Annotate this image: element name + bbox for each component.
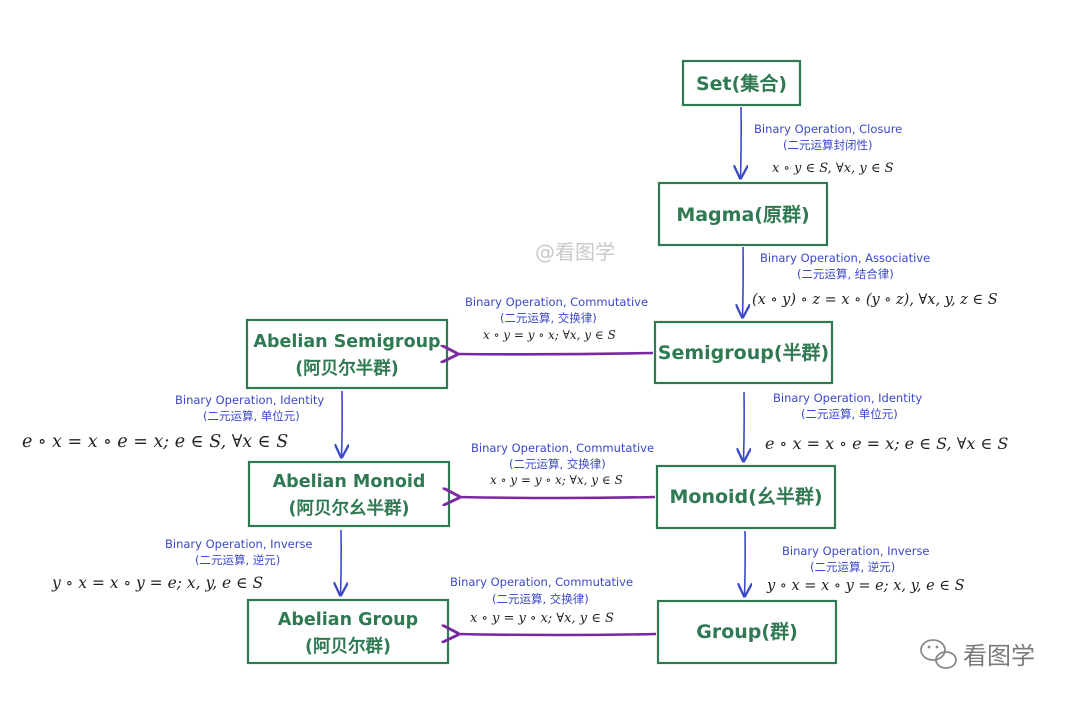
node-abelian-group: Abelian Group (阿贝尔群)	[246, 598, 450, 665]
edge-monoid-group-formula: y ∘ x = x ∘ y = e; x, y, e ∈ S	[766, 578, 965, 594]
edge-monoid-group-zh: (二元运算, 逆元)	[810, 560, 895, 574]
edge-set-magma-en: Binary Operation, Closure	[754, 122, 902, 136]
edge-abelian-semigroup-monoid-zh: (二元运算, 单位元)	[203, 409, 300, 423]
node-abelian-monoid-line1: Abelian Monoid	[273, 472, 426, 492]
arrow-monoid-to-group	[745, 530, 746, 596]
node-abelian-group-line2: (阿贝尔群)	[305, 636, 391, 657]
edge-semigroup-abelian-formula: x ∘ y = y ∘ x; ∀x, y ∈ S	[483, 328, 616, 342]
edge-abelian-semigroup-monoid-en: Binary Operation, Identity	[175, 393, 324, 407]
edge-abelian-monoid-group-zh: (二元运算, 逆元)	[195, 553, 280, 567]
edge-semigroup-monoid-formula: e ∘ x = x ∘ e = x; e ∈ S, ∀x ∈ S	[765, 434, 1008, 453]
edge-semigroup-monoid-en: Binary Operation, Identity	[773, 391, 922, 405]
node-magma-label: Magma(原群)	[676, 203, 809, 226]
edge-group-abelian-formula: x ∘ y = y ∘ x; ∀x, y ∈ S	[470, 611, 614, 626]
edge-magma-semigroup: Binary Operation, Associative (二元运算, 结合律…	[743, 246, 998, 317]
edge-abelian-monoid-group-formula: y ∘ x = x ∘ y = e; x, y, e ∈ S	[51, 574, 263, 592]
edge-abelian-monoid-group: Binary Operation, Inverse (二元运算, 逆元) y ∘…	[51, 529, 342, 595]
edge-monoid-abelian-en: Binary Operation, Commutative	[471, 441, 654, 455]
node-abelian-monoid-line2: (阿贝尔幺半群)	[289, 498, 410, 519]
edge-abelian-monoid-group-en: Binary Operation, Inverse	[165, 537, 313, 551]
edge-group-abelian-zh: (二元运算, 交换律)	[492, 592, 589, 606]
arrow-group-to-abelian	[456, 634, 657, 635]
edge-semigroup-abelian: Binary Operation, Commutative (二元运算, 交换律…	[455, 295, 654, 354]
node-monoid-label: Monoid(幺半群)	[669, 485, 822, 508]
edge-set-magma: Binary Operation, Closure (二元运算封闭性) x ∘ …	[741, 106, 902, 178]
arrow-semigroup-to-abelian	[455, 353, 654, 354]
edge-magma-semigroup-en: Binary Operation, Associative	[760, 251, 930, 265]
node-abelian-semigroup-line2: (阿贝尔半群)	[295, 358, 399, 379]
arrow-abelian-semigroup-to-monoid	[342, 390, 343, 457]
node-set-label: Set(集合)	[696, 72, 787, 95]
edge-monoid-abelian-zh: (二元运算, 交换律)	[509, 457, 606, 471]
node-set: Set(集合)	[681, 59, 802, 107]
node-monoid: Monoid(幺半群)	[655, 464, 837, 530]
edge-monoid-group: Binary Operation, Inverse (二元运算, 逆元) y ∘…	[745, 530, 965, 596]
node-abelian-monoid: Abelian Monoid (阿贝尔幺半群)	[247, 460, 451, 528]
edge-semigroup-abelian-en: Binary Operation, Commutative	[465, 295, 648, 309]
node-abelian-group-line1: Abelian Group	[278, 610, 418, 630]
node-semigroup: Semigroup(半群)	[653, 320, 834, 385]
watermark-center: @看图学	[535, 240, 615, 264]
edge-set-magma-formula: x ∘ y ∈ S, ∀x, y ∈ S	[772, 161, 894, 176]
arrow-semigroup-to-monoid	[744, 391, 745, 461]
edge-group-abelian: Binary Operation, Commutative (二元运算, 交换律…	[450, 575, 657, 635]
watermark-corner: 看图学	[920, 639, 1035, 670]
arrow-set-to-magma	[741, 106, 742, 178]
node-group-label: Group(群)	[696, 620, 798, 643]
arrow-magma-to-semigroup	[743, 246, 744, 317]
edge-abelian-semigroup-monoid-formula: e ∘ x = x ∘ e = x; e ∈ S, ∀x ∈ S	[22, 432, 288, 452]
node-semigroup-label: Semigroup(半群)	[658, 341, 829, 364]
edge-monoid-group-en: Binary Operation, Inverse	[782, 544, 930, 558]
edge-monoid-abelian: Binary Operation, Commutative (二元运算, 交换律…	[457, 441, 656, 498]
node-abelian-semigroup-line1: Abelian Semigroup	[253, 332, 440, 352]
watermark-corner-text: 看图学	[963, 642, 1035, 670]
node-group: Group(群)	[656, 599, 838, 665]
node-abelian-semigroup: Abelian Semigroup (阿贝尔半群)	[245, 318, 449, 390]
arrow-abelian-monoid-to-group	[341, 529, 342, 595]
edge-monoid-abelian-formula: x ∘ y = y ∘ x; ∀x, y ∈ S	[490, 473, 623, 487]
edge-magma-semigroup-formula: (x ∘ y) ∘ z = x ∘ (y ∘ z), ∀x, y, z ∈ S	[752, 292, 998, 308]
edge-semigroup-monoid-zh: (二元运算, 单位元)	[801, 407, 898, 421]
edge-magma-semigroup-zh: (二元运算, 结合律)	[797, 267, 894, 281]
edge-semigroup-abelian-zh: (二元运算, 交换律)	[500, 311, 597, 325]
edge-set-magma-zh: (二元运算封闭性)	[783, 138, 872, 152]
edge-abelian-semigroup-monoid: Binary Operation, Identity (二元运算, 单位元) e…	[22, 390, 343, 457]
arrow-monoid-to-abelian	[457, 497, 656, 498]
node-magma: Magma(原群)	[657, 181, 829, 247]
edge-group-abelian-en: Binary Operation, Commutative	[450, 575, 633, 589]
wechat-icon	[920, 639, 957, 669]
edge-semigroup-monoid: Binary Operation, Identity (二元运算, 单位元) e…	[744, 391, 1008, 461]
